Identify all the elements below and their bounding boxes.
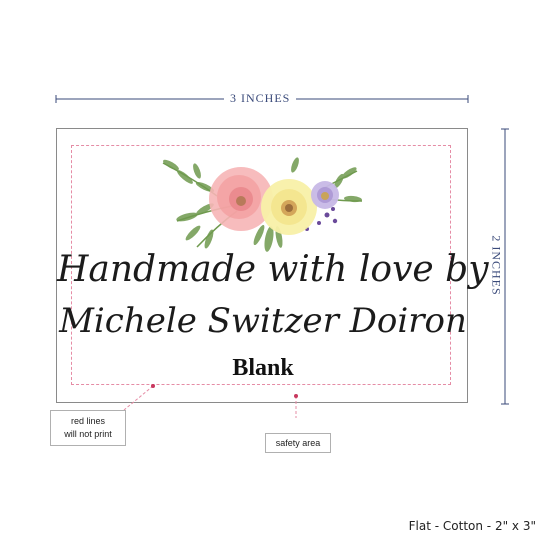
watercolor-floral-bouquet-icon [162,157,363,252]
callout-leader-lines [123,385,297,418]
lavender-flower-icon [311,181,339,209]
safety-area-border [71,145,451,385]
label-preview: Handmade with love by Michele Switzer Do… [56,128,489,403]
red-lines-callout: red lines will not print [50,410,126,446]
label-line-name: Michele Switzer Doiron [59,301,467,341]
safety-area-callout: safety area [265,433,331,453]
height-label: 2 INCHES [488,229,504,302]
label-line-blank: Blank [232,355,294,381]
pink-rose-icon [209,167,273,231]
red-lines-text-1: red lines [70,416,106,426]
yellow-rose-icon [261,179,317,235]
red-lines-marker [151,384,155,388]
label-line-handmade: Handmade with love by [57,249,489,290]
width-label: 3 INCHES [224,91,297,106]
safety-area-marker [294,394,298,398]
product-spec: Flat - Cotton - 2" x 3" [408,519,536,533]
safety-area-text: safety area [275,438,321,448]
height-dimension-line [501,128,509,405]
red-lines-text-2: will not print [64,429,112,439]
